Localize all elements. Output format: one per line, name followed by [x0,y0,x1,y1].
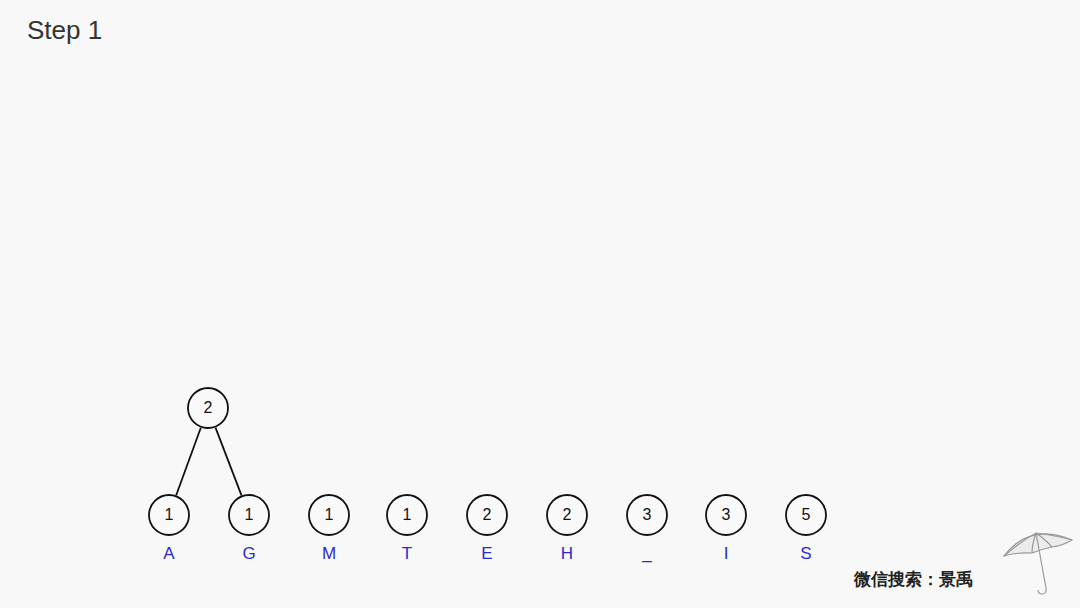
tree-node: 1G [228,494,270,536]
weight-number: 2 [187,387,229,429]
symbol-letter: S [771,544,841,564]
umbrella-drawing [1004,533,1072,594]
step-title: Step 1 [27,15,102,46]
symbol-letter: T [372,544,442,564]
tree-node: 1A [148,494,190,536]
tree-node: 2E [466,494,508,536]
tree-node: 1T [386,494,428,536]
weight-number: 3 [626,494,668,536]
weight-number: 5 [785,494,827,536]
tree-edge [216,428,242,496]
symbol-letter: A [134,544,204,564]
weight-number: 3 [705,494,747,536]
symbol-letter: M [294,544,364,564]
weight-number: 2 [546,494,588,536]
tree-node: 1M [308,494,350,536]
tree-node: 2 [187,387,229,429]
symbol-letter: H [532,544,602,564]
tree-edge [176,428,201,496]
tree-node: 3I [705,494,747,536]
weight-number: 1 [386,494,428,536]
tree-node: 2H [546,494,588,536]
weight-number: 1 [308,494,350,536]
weight-number: 1 [228,494,270,536]
symbol-letter: I [691,544,761,564]
symbol-letter: _ [612,544,682,564]
tree-node: 3_ [626,494,668,536]
weight-number: 2 [466,494,508,536]
tree-node: 5S [785,494,827,536]
watermark: 微信搜索：景禹 [854,568,973,591]
weight-number: 1 [148,494,190,536]
symbol-letter: E [452,544,522,564]
symbol-letter: G [214,544,284,564]
